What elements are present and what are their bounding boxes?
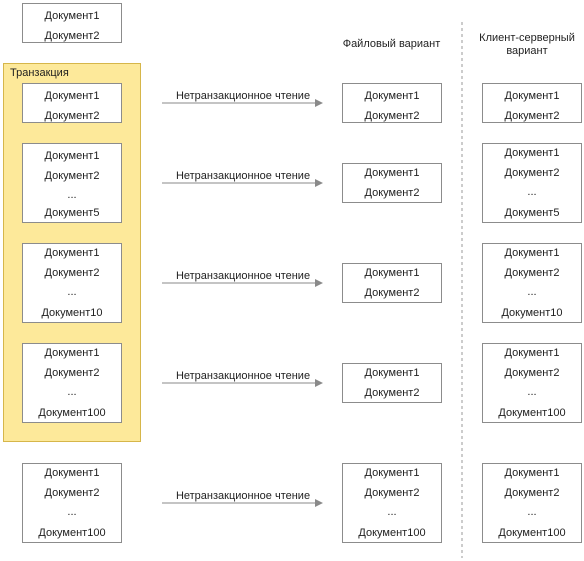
document-label: Документ100 xyxy=(358,527,426,539)
client-server-box-row5: Документ1 Документ2 ... Документ100 xyxy=(482,463,582,543)
document-label: Документ2 xyxy=(44,170,100,182)
ellipsis-label: ... xyxy=(387,506,397,518)
ellipsis-label: ... xyxy=(67,286,77,298)
document-label: Документ100 xyxy=(38,527,106,539)
arrow-label-row1: Нетранзакционное чтение xyxy=(175,90,311,102)
document-label: Документ2 xyxy=(504,367,560,379)
document-label: Документ1 xyxy=(364,267,420,279)
document-label: Документ2 xyxy=(44,30,100,42)
client-server-box-row1: Документ1 Документ2 xyxy=(482,83,582,123)
document-label: Документ2 xyxy=(364,287,420,299)
document-label: Документ2 xyxy=(44,110,100,122)
ellipsis-label: ... xyxy=(67,189,77,201)
source-box-row5: Документ1 Документ2 ... Документ100 xyxy=(22,463,122,543)
transaction-label: Транзакция xyxy=(10,67,69,79)
document-label: Документ2 xyxy=(364,110,420,122)
document-label: Документ2 xyxy=(504,487,560,499)
document-label: Документ2 xyxy=(44,367,100,379)
client-server-box-row3: Документ1 Документ2 ... Документ10 xyxy=(482,243,582,323)
source-box-row2: Документ1 Документ2 ... Документ5 xyxy=(22,143,122,223)
document-label: Документ5 xyxy=(44,207,100,219)
ellipsis-label: ... xyxy=(67,386,77,398)
column-header-file: Файловый вариант xyxy=(342,38,441,50)
arrow-label-row2: Нетранзакционное чтение xyxy=(175,170,311,182)
document-label: Документ1 xyxy=(504,247,560,259)
document-label: Документ1 xyxy=(364,167,420,179)
document-label: Документ1 xyxy=(44,347,100,359)
document-label: Документ2 xyxy=(44,487,100,499)
document-label: Документ1 xyxy=(44,150,100,162)
file-box-row4: Документ1 Документ2 xyxy=(342,363,442,403)
document-label: Документ1 xyxy=(44,10,100,22)
document-label: Документ1 xyxy=(504,347,560,359)
document-box-top: Документ1 Документ2 xyxy=(22,3,122,43)
document-label: Документ10 xyxy=(41,307,103,319)
arrow-label-row3: Нетранзакционное чтение xyxy=(175,270,311,282)
source-box-row1: Документ1 Документ2 xyxy=(22,83,122,123)
document-label: Документ10 xyxy=(501,307,563,319)
document-label: Документ1 xyxy=(504,147,560,159)
document-label: Документ2 xyxy=(504,267,560,279)
arrow-label-row4: Нетранзакционное чтение xyxy=(175,370,311,382)
document-label: Документ2 xyxy=(504,110,560,122)
client-server-box-row4: Документ1 Документ2 ... Документ100 xyxy=(482,343,582,423)
document-label: Документ1 xyxy=(364,90,420,102)
file-box-row2: Документ1 Документ2 xyxy=(342,163,442,203)
source-box-row3: Документ1 Документ2 ... Документ10 xyxy=(22,243,122,323)
arrow-head xyxy=(315,179,323,187)
arrow-label-row5: Нетранзакционное чтение xyxy=(175,490,311,502)
document-label: Документ2 xyxy=(364,487,420,499)
document-label: Документ5 xyxy=(504,207,560,219)
source-box-row4: Документ1 Документ2 ... Документ100 xyxy=(22,343,122,423)
document-label: Документ2 xyxy=(364,387,420,399)
column-header-client-server: Клиент-серверный вариант xyxy=(479,32,575,57)
document-label: Документ100 xyxy=(498,527,566,539)
file-box-row1: Документ1 Документ2 xyxy=(342,83,442,123)
document-label: Документ1 xyxy=(364,367,420,379)
ellipsis-label: ... xyxy=(527,506,537,518)
arrow-head xyxy=(315,379,323,387)
arrow-head xyxy=(315,499,323,507)
ellipsis-label: ... xyxy=(527,286,537,298)
document-label: Документ1 xyxy=(364,467,420,479)
document-label: Документ1 xyxy=(504,90,560,102)
document-label: Документ2 xyxy=(44,267,100,279)
ellipsis-label: ... xyxy=(527,386,537,398)
client-server-box-row2: Документ1 Документ2 ... Документ5 xyxy=(482,143,582,223)
document-label: Документ1 xyxy=(504,467,560,479)
arrow-head xyxy=(315,99,323,107)
ellipsis-label: ... xyxy=(527,186,537,198)
document-label: Документ100 xyxy=(38,407,106,419)
file-box-row5: Документ1 Документ2 ... Документ100 xyxy=(342,463,442,543)
file-box-row3: Документ1 Документ2 xyxy=(342,263,442,303)
document-label: Документ1 xyxy=(44,247,100,259)
document-label: Документ2 xyxy=(364,187,420,199)
document-label: Документ1 xyxy=(44,467,100,479)
arrow-head xyxy=(315,279,323,287)
document-label: Документ1 xyxy=(44,90,100,102)
document-label: Документ100 xyxy=(498,407,566,419)
document-label: Документ2 xyxy=(504,167,560,179)
ellipsis-label: ... xyxy=(67,506,77,518)
